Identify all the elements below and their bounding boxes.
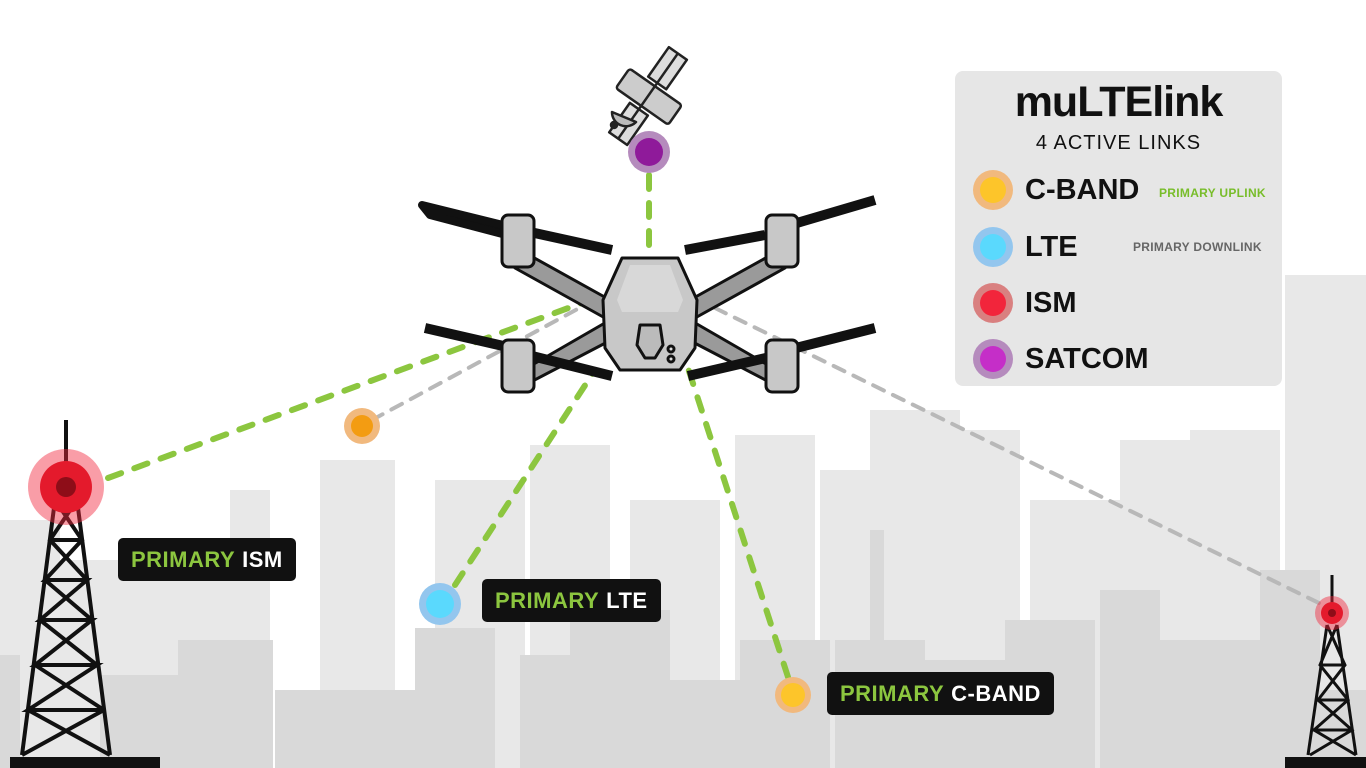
cband-dot [775, 677, 811, 713]
tag-link-name: ISM [242, 547, 283, 572]
satcom-dot [628, 131, 670, 173]
drone-icon [418, 195, 877, 394]
lte-dot [419, 583, 461, 625]
cband-dot-icon [973, 170, 1013, 210]
tag-primary-label: PRIMARY [840, 681, 945, 706]
right-tower-signal-icon [1315, 596, 1349, 630]
legend-item-label: LTE [1025, 231, 1078, 263]
link-lines [105, 172, 1327, 680]
legend-panel: muLTElink 4 ACTIVE LINKS C-BAND PRIMARY … [955, 71, 1282, 386]
cband-link-line [685, 365, 791, 680]
tag-primary-label: PRIMARY [131, 547, 236, 572]
tag-primary-label: PRIMARY [495, 588, 600, 613]
satellite-icon [607, 45, 689, 147]
legend-item-satcom: SATCOM [973, 339, 1273, 383]
legend-item-label: C-BAND [1025, 174, 1140, 206]
tag-link-name: LTE [606, 588, 648, 613]
legend-item-note: PRIMARY DOWNLINK [1133, 240, 1262, 254]
legend-item-label: SATCOM [1025, 343, 1149, 375]
cband-relay-line [370, 303, 587, 422]
ism-link-line [105, 297, 593, 481]
legend-item-note: PRIMARY UPLINK [1159, 186, 1266, 200]
lte-dot-icon [973, 227, 1013, 267]
ism-signal-icon [28, 449, 104, 525]
legend-item-lte: LTE PRIMARY DOWNLINK [973, 227, 1273, 271]
legend-item-label: ISM [1025, 287, 1077, 319]
tag-link-name: C-BAND [951, 681, 1041, 706]
legend-item-cband: C-BAND PRIMARY UPLINK [973, 170, 1273, 214]
satcom-dot-icon [973, 339, 1013, 379]
brand-title: muLTElink [1014, 78, 1224, 126]
cband-relay-dot [344, 408, 380, 444]
active-links-count: 4 ACTIVE LINKS [1035, 132, 1202, 154]
secondary-link-line [713, 306, 1327, 608]
legend-item-ism: ISM [973, 283, 1273, 327]
ism-dot-icon [973, 283, 1013, 323]
lte-link-line [452, 367, 598, 588]
